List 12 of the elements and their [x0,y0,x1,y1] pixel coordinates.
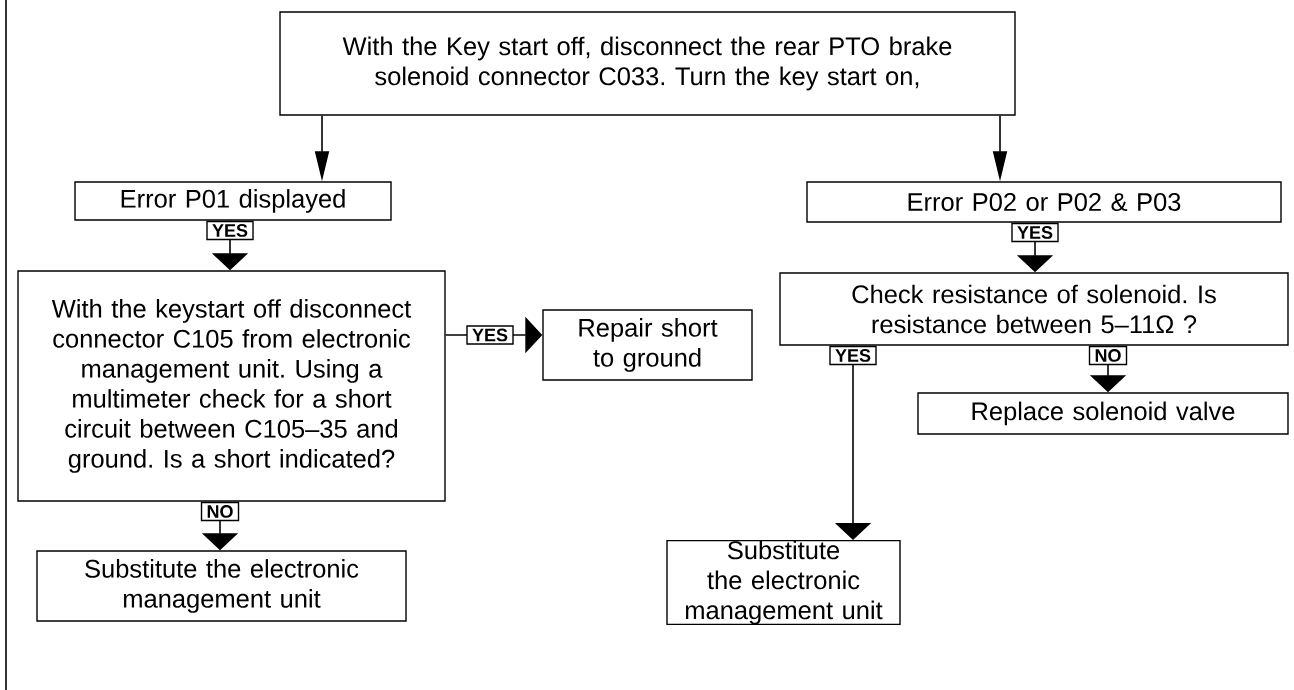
edge-label: YES [1017,226,1053,239]
edge-label: YES [472,328,508,342]
process-box: Substitute the electronic management unit [36,550,407,622]
process-box: Substitute the electronic management unit [666,539,901,626]
edge-label: YES [835,349,871,362]
edge-label: YES [212,224,248,237]
process-box: Repair short to ground [542,309,753,381]
process-box: With the Key start off, disconnect the rear PTO brake solenoid connector C033. Turn the key start on, [279,11,1016,116]
process-box: Replace solenoid valve [917,392,1289,435]
edge-label: NO [207,505,233,518]
edge-label: NO [1095,349,1121,362]
process-box: With the keystart off disconnect connector C105 from electronic management unit. Using a multimeter check for a short circuit between C105–35 and ground. Is a short indicated? [17,270,446,502]
